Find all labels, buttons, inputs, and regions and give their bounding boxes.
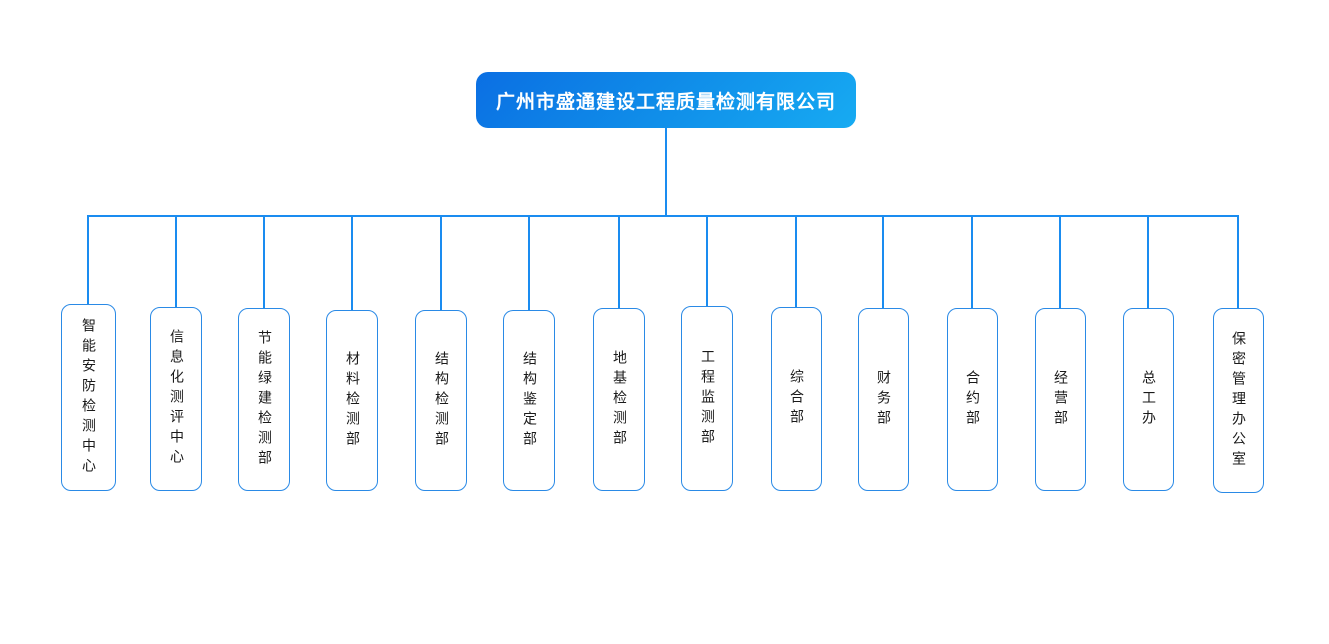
department-node[interactable]: 信息化测评中心 [150, 307, 202, 491]
department-node[interactable]: 结构鉴定部 [503, 310, 555, 491]
drop-connector [1059, 215, 1061, 308]
drop-connector [1237, 215, 1239, 308]
department-node-label: 合约部 [964, 369, 980, 430]
drop-connector [882, 215, 884, 308]
drop-connector [263, 215, 265, 308]
department-node-label: 材料检测部 [344, 350, 360, 451]
department-node-label: 保密管理办公室 [1230, 330, 1246, 471]
department-node-label: 总工办 [1140, 369, 1156, 430]
department-node-label: 结构鉴定部 [521, 350, 537, 451]
department-node-label: 节能绿建检测部 [256, 329, 272, 470]
department-node[interactable]: 结构检测部 [415, 310, 467, 491]
department-node-label: 地基检测部 [611, 349, 627, 450]
horizontal-bus-connector [88, 215, 1239, 217]
department-node[interactable]: 综合部 [770, 307, 822, 491]
department-node[interactable]: 财务部 [857, 308, 909, 491]
department-node-label: 综合部 [788, 369, 804, 429]
department-node-label: 信息化测评中心 [168, 329, 184, 469]
department-node[interactable]: 经营部 [1034, 308, 1086, 491]
department-node[interactable]: 工程监测部 [681, 306, 733, 491]
department-node[interactable]: 材料检测部 [326, 310, 378, 491]
drop-connector [618, 215, 620, 308]
department-node[interactable]: 保密管理办公室 [1212, 308, 1264, 493]
drop-connector [795, 215, 797, 307]
drop-connector [351, 215, 353, 310]
department-node-label: 结构检测部 [433, 350, 449, 451]
drop-connector [528, 215, 530, 310]
department-node[interactable]: 总工办 [1122, 308, 1174, 491]
drop-connector [1147, 215, 1149, 308]
department-node[interactable]: 节能绿建检测部 [238, 308, 290, 491]
root-stem-connector [665, 128, 667, 216]
drop-connector [706, 215, 708, 306]
department-node-label: 经营部 [1052, 369, 1068, 430]
department-node-label: 工程监测部 [699, 348, 715, 449]
department-node[interactable]: 合约部 [946, 308, 998, 491]
drop-connector [440, 215, 442, 310]
department-node-label: 财务部 [875, 369, 891, 430]
department-node-label: 智能安防检测中心 [80, 317, 96, 478]
root-node-label: 广州市盛通建设工程质量检测有限公司 [495, 90, 836, 113]
department-node[interactable]: 智能安防检测中心 [60, 304, 116, 491]
drop-connector [87, 215, 89, 304]
drop-connector [971, 215, 973, 308]
drop-connector [175, 215, 177, 307]
department-node[interactable]: 地基检测部 [593, 308, 645, 491]
root-node[interactable]: 广州市盛通建设工程质量检测有限公司 [476, 72, 856, 128]
